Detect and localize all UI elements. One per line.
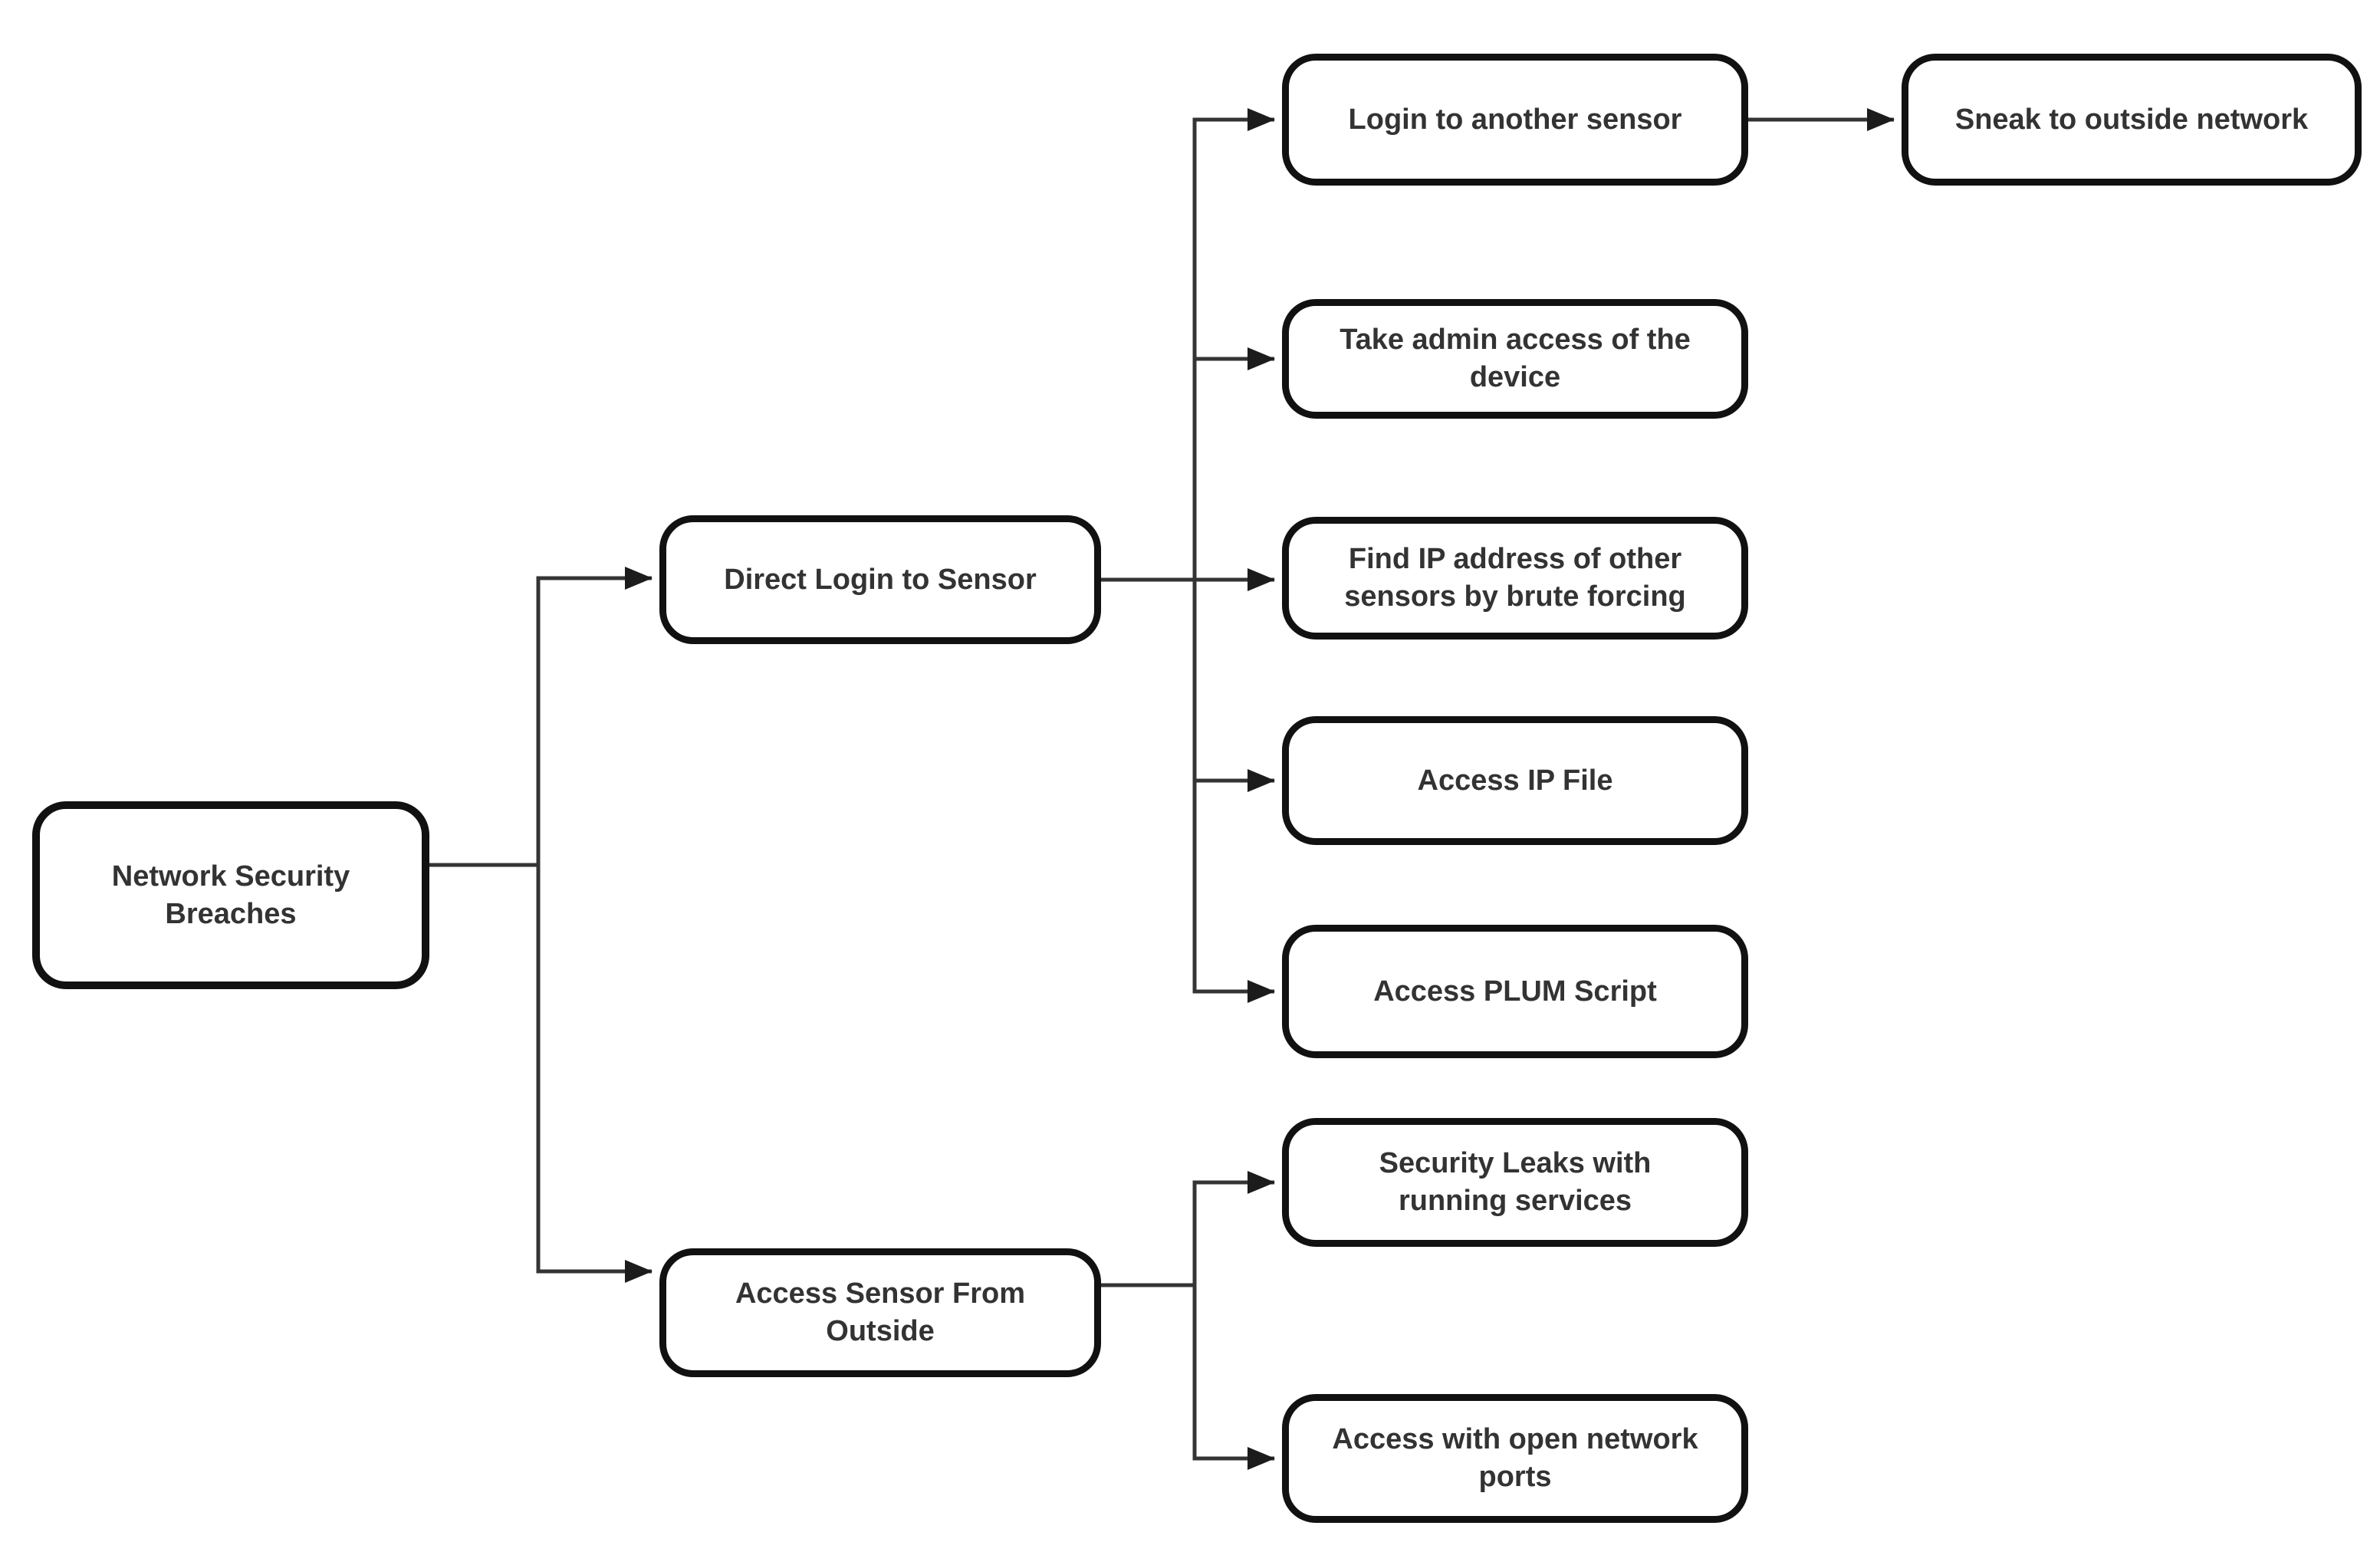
node-access-sensor-from-outside: Access Sensor From Outside	[659, 1248, 1101, 1377]
edge-access-outside-to-security-leaks	[1192, 1171, 1275, 1285]
edge-direct-login-to-access-ip-file	[1192, 580, 1275, 792]
edge-direct-login-to-take-admin	[1192, 347, 1275, 580]
edge-root-to-direct-login	[536, 567, 653, 865]
node-direct-login-to-sensor: Direct Login to Sensor	[659, 515, 1101, 644]
node-network-security-breaches: Network Security Breaches	[32, 801, 429, 989]
edge-root-to-access-outside	[536, 865, 653, 1283]
node-sneak-to-outside-network: Sneak to outside network	[1902, 54, 2362, 186]
node-access-plum-script: Access PLUM Script	[1282, 925, 1748, 1058]
node-take-admin-access-of-the-device: Take admin access of the device	[1282, 299, 1748, 419]
edge-direct-login-to-login-another	[1192, 108, 1275, 580]
edge-access-outside-to-open-ports	[1192, 1285, 1275, 1470]
node-security-leaks-with-running-services: Security Leaks with running services	[1282, 1118, 1748, 1247]
node-login-to-another-sensor: Login to another sensor	[1282, 54, 1748, 186]
edge-direct-login-to-access-plum	[1192, 580, 1275, 1003]
node-access-with-open-network-ports: Access with open network ports	[1282, 1394, 1748, 1523]
node-access-ip-file: Access IP File	[1282, 716, 1748, 845]
node-find-ip-address-of-other-sensors: Find IP address of other sensors by brut…	[1282, 517, 1748, 640]
